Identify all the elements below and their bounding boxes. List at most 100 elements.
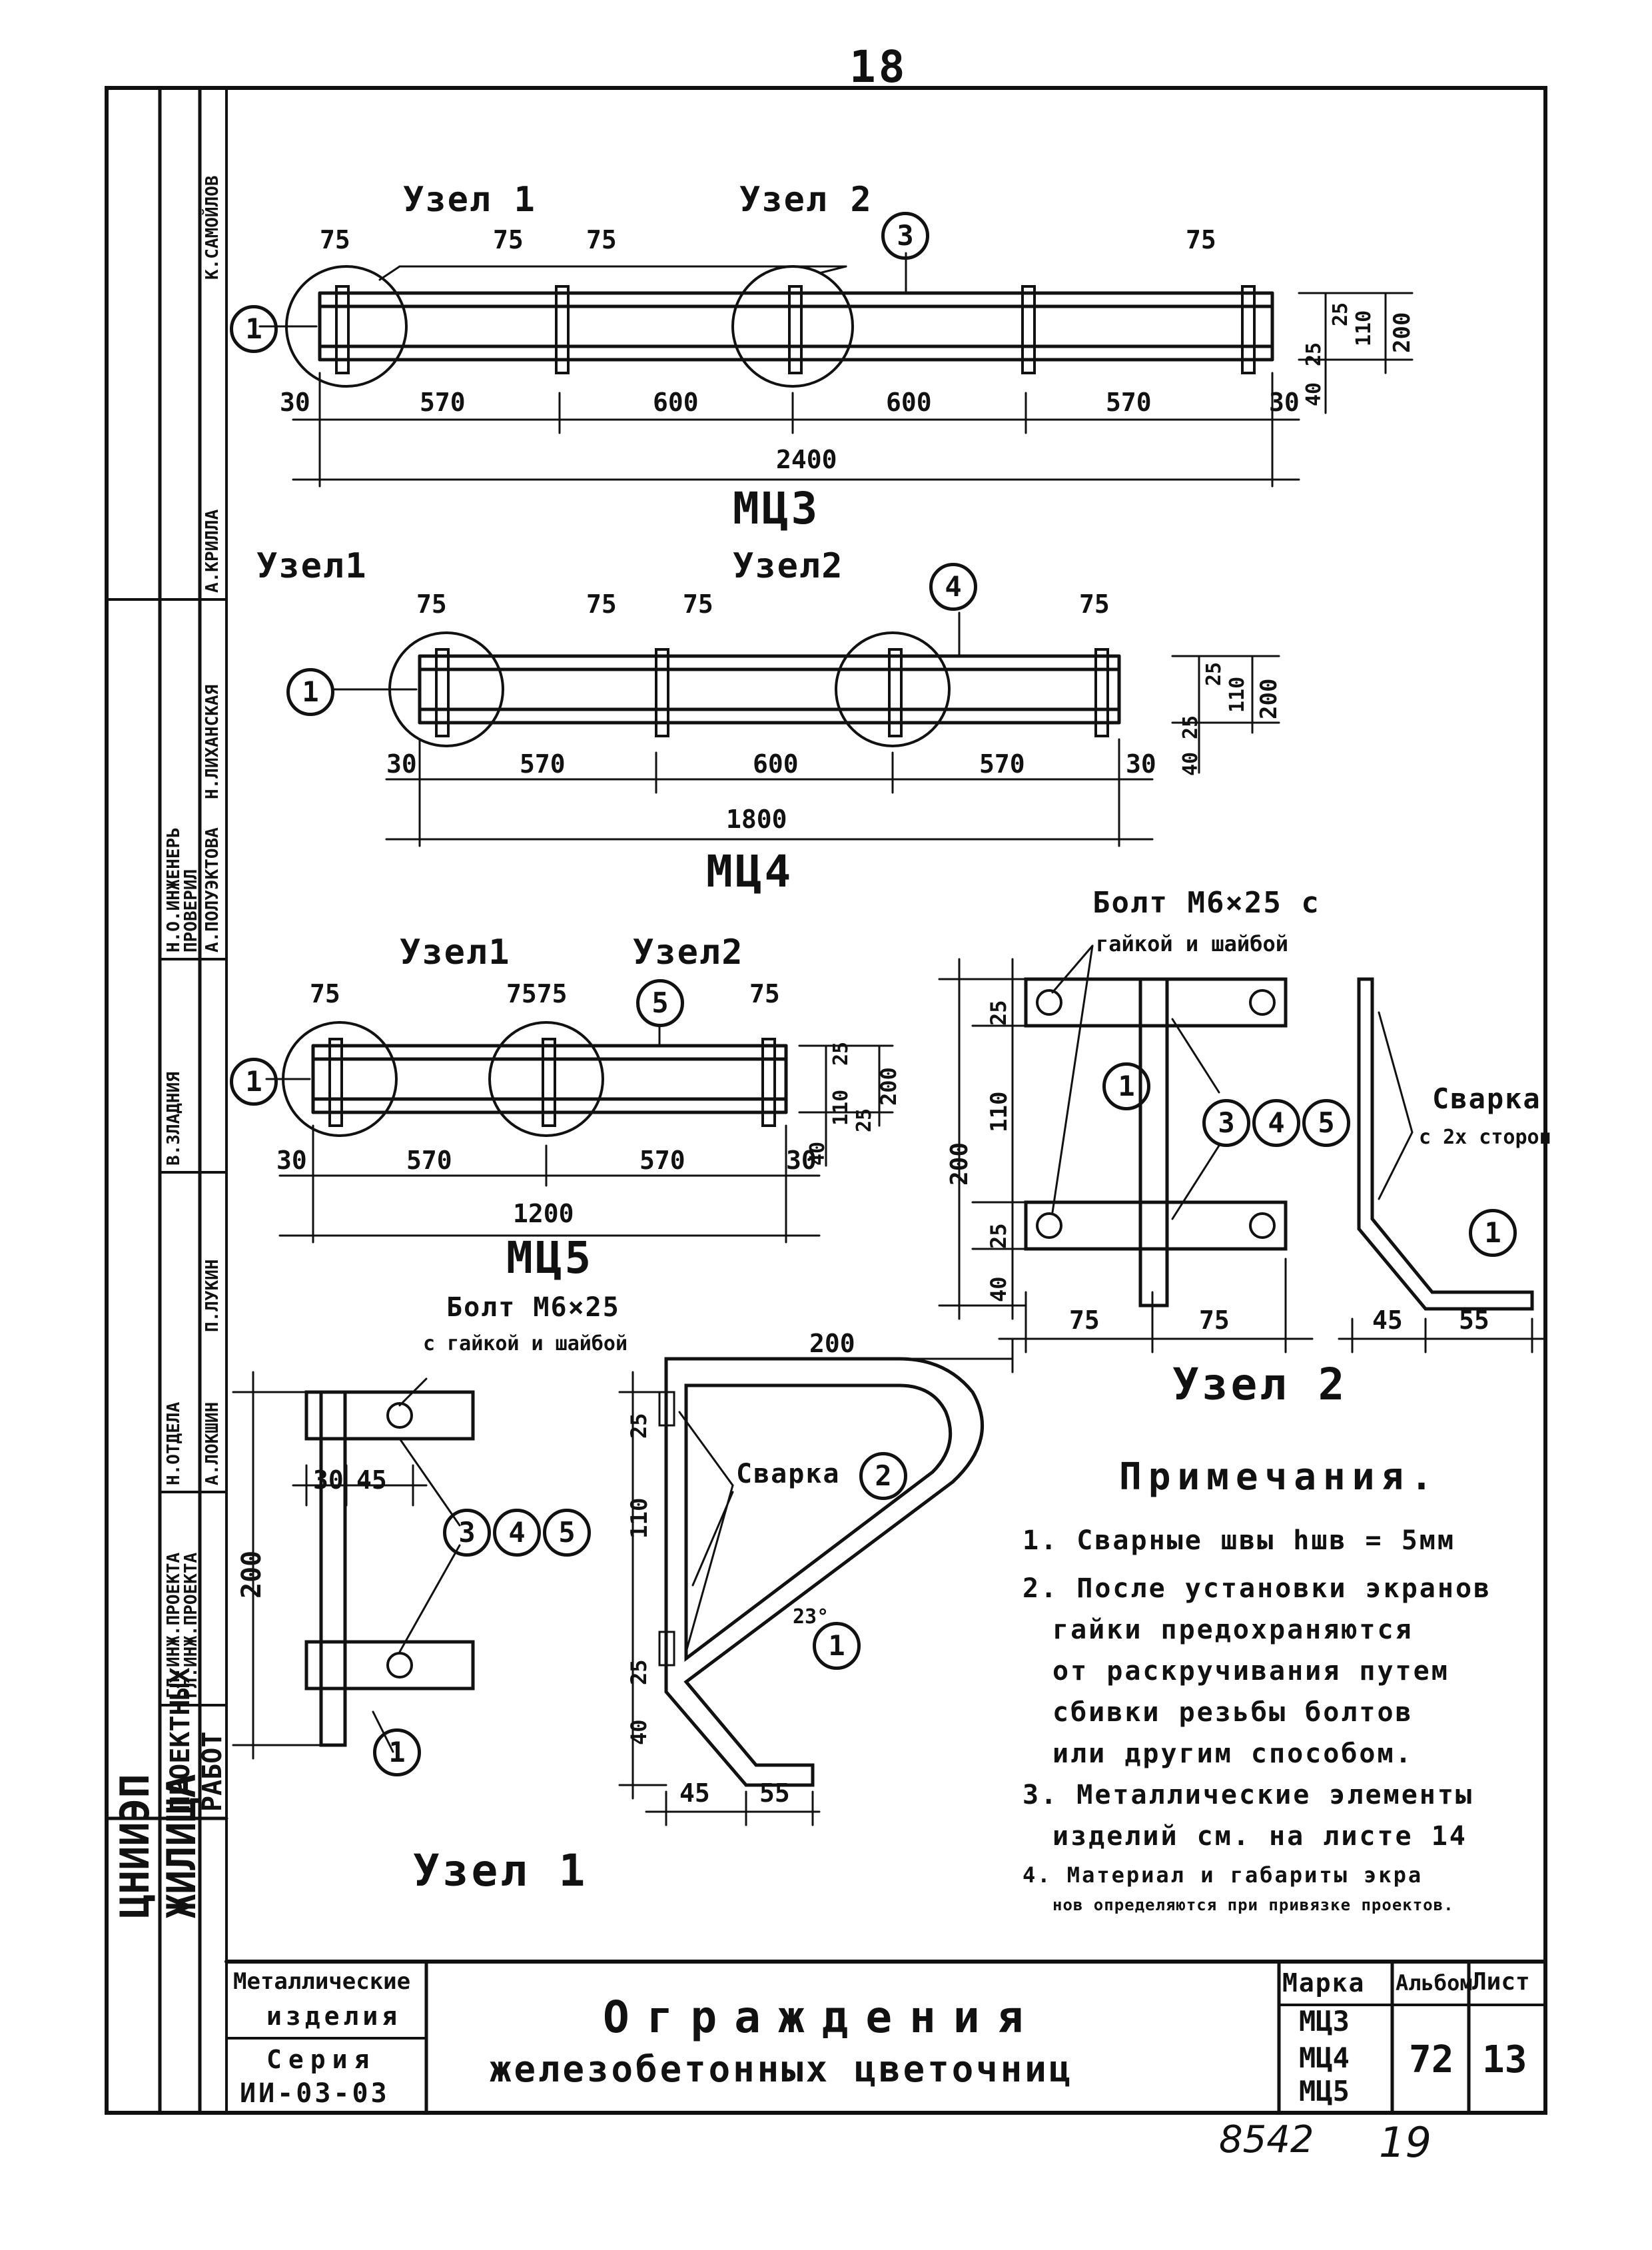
footer-num-1: 8542: [1219, 2118, 1314, 2161]
node1-callout-5: 5: [543, 1509, 591, 1557]
node1-callout-4: 4: [493, 1509, 541, 1557]
mc5-right-dim-25: 25: [829, 1041, 853, 1066]
mc3-right-dim-25: 25: [1329, 302, 1352, 326]
mc4-node1-label: Узел1: [256, 546, 368, 586]
mc4-right-dim-25: 25: [1202, 661, 1226, 686]
tb-title-1: Ограждения: [603, 1992, 1041, 2043]
tb-left-3: Серия: [266, 2045, 376, 2074]
stamp-name-5: А.ЛОКШИН: [203, 1401, 222, 1485]
node2-drawing: [938, 944, 1547, 1353]
node1-weld-label: Сварка: [736, 1459, 841, 1489]
mc3-top-dim-1: 75: [320, 225, 350, 254]
node1-dim-25-top: 25: [626, 1413, 651, 1439]
mc4-dim-570-a: 570: [520, 749, 566, 779]
mc3-right-dim-110: 110: [1352, 310, 1376, 346]
node2-callout-1b: 1: [1469, 1209, 1517, 1257]
mc5-title: МЦ5: [506, 1232, 594, 1284]
mc4-top-dim-1: 75: [416, 589, 447, 619]
tb-album: 72: [1409, 2038, 1454, 2081]
node2-title: Узел 2: [1172, 1359, 1348, 1410]
node1-callout-3: 3: [443, 1509, 491, 1557]
node2-dim-75-a: 75: [1069, 1306, 1100, 1335]
node1-dim-200-left: 200: [236, 1550, 267, 1599]
note-line-7: 3. Металлические элементы: [1023, 1780, 1474, 1810]
mc4-dim-570-b: 570: [979, 749, 1025, 779]
note-line-3: гайки предохраняются: [1052, 1615, 1414, 1645]
stamp-name-4: Н.ЛИХАНСКАЯ: [203, 684, 222, 799]
note-line-9: 4. Материал и габариты экра: [1023, 1862, 1424, 1888]
note-line-4: от раскручивания путем: [1052, 1656, 1449, 1687]
mc3-right-dim-200: 200: [1389, 312, 1416, 353]
mc3-dim-570-a: 570: [420, 388, 466, 417]
notes-heading: Примечания.: [1119, 1455, 1440, 1499]
mc3-dim-30-left: 30: [280, 388, 310, 417]
mc3-top-dim-3: 75: [586, 225, 617, 254]
mc3-node2-label: Узел 2: [739, 180, 873, 220]
mc3-dim-600-a: 600: [653, 388, 699, 417]
mc5-dim-570-b: 570: [639, 1146, 685, 1175]
node1-dim-110: 110: [626, 1497, 653, 1539]
mc3-node1-label: Узел 1: [403, 180, 536, 220]
mc4-right-dim-200: 200: [1256, 678, 1282, 719]
node2-weld-label: Сварка: [1432, 1082, 1541, 1115]
node2-dim-200: 200: [946, 1142, 973, 1186]
mc4-dim-30-left: 30: [386, 749, 417, 779]
stamp-role-2: ГЛ.ИНЖ.ПРОЕКТА: [181, 1552, 201, 1698]
tb-left-2: изделия: [266, 2002, 402, 2031]
mc3-dim-30-right: 30: [1269, 388, 1300, 417]
tb-marka-3: МЦ5: [1299, 2075, 1350, 2107]
stamp-name-1: А.КРИЛЛА: [203, 509, 222, 593]
stamp-role-3: Н.ОТДЕЛА: [164, 1401, 184, 1485]
node2-weld-label-2: с 2х сторон: [1419, 1126, 1551, 1149]
node2-dim-40: 40: [986, 1276, 1011, 1302]
mc4-node2-label: Узел2: [733, 546, 844, 586]
mc5-right-dim-25b: 25: [853, 1108, 876, 1132]
note-line-10: нов определяются при привязке проектов.: [1052, 1896, 1454, 1914]
node2-callout-3: 3: [1202, 1099, 1250, 1147]
mc5-dim-570-a: 570: [406, 1146, 452, 1175]
node1-dim-55: 55: [759, 1778, 790, 1808]
node1-dim-30: 30: [313, 1465, 344, 1495]
mc4-drawing: [332, 611, 1280, 847]
node1-callout-1b: 1: [813, 1622, 861, 1670]
node1-callout-2: 2: [859, 1452, 907, 1500]
mc4-dim-600: 600: [753, 749, 799, 779]
tb-left-4: ИИ-03-03: [240, 2078, 390, 2109]
node1-dim-40: 40: [626, 1719, 651, 1745]
tb-marka-label: Марка: [1282, 1968, 1366, 1998]
mc4-callout-4: 4: [929, 563, 977, 611]
node1-drawing: [232, 1337, 1014, 1826]
mc4-right-dim-40: 40: [1179, 751, 1202, 776]
node1-bolt-label-2: с гайкой и шайбой: [423, 1332, 628, 1355]
tb-marka-1: МЦ3: [1299, 2005, 1350, 2038]
sheet-frame: [105, 86, 1547, 2115]
tb-marka-2: МЦ4: [1299, 2042, 1350, 2074]
mc3-dim-total: 2400: [776, 445, 837, 474]
mc5-top-dim-1: 75: [310, 979, 340, 1008]
stamp-role-6: ПРОВЕРИЛ: [181, 869, 201, 952]
node2-dim-75-b: 75: [1199, 1306, 1230, 1335]
mc4-right-dim-25b: 25: [1179, 715, 1202, 739]
tb-title-2: железобетонных цветочниц: [490, 2048, 1074, 2090]
mc5-node1-label: Узел1: [400, 933, 511, 972]
mc5-node2-label: Узел2: [633, 933, 744, 972]
stamp-name-6: П.ЛУКИН: [203, 1259, 222, 1332]
node2-callout-1: 1: [1102, 1062, 1150, 1110]
mc5-right-dim-40: 40: [806, 1141, 829, 1166]
mc5-drawing: [265, 1021, 894, 1244]
note-line-8: изделий см. на листе 14: [1052, 1821, 1467, 1852]
mc5-top-dim-3: 75: [749, 979, 780, 1008]
mc3-drawing: [258, 252, 1414, 488]
node1-dim-200-top: 200: [809, 1329, 855, 1358]
node2-dim-25-top: 25: [986, 1000, 1011, 1026]
mc3-top-dim-2: 75: [493, 225, 524, 254]
mc4-top-dim-3: 75: [683, 589, 713, 619]
node2-dim-25-bot: 25: [986, 1223, 1011, 1249]
mc3-top-dim-4: 75: [1186, 225, 1216, 254]
mc4-dim-30-right: 30: [1126, 749, 1156, 779]
mc5-right-dim-110: 110: [829, 1089, 853, 1126]
mc4-title: МЦ4: [706, 846, 794, 897]
stamp-org1: ЦНИИЭП: [112, 1774, 159, 1918]
node2-dim-110: 110: [986, 1091, 1013, 1132]
